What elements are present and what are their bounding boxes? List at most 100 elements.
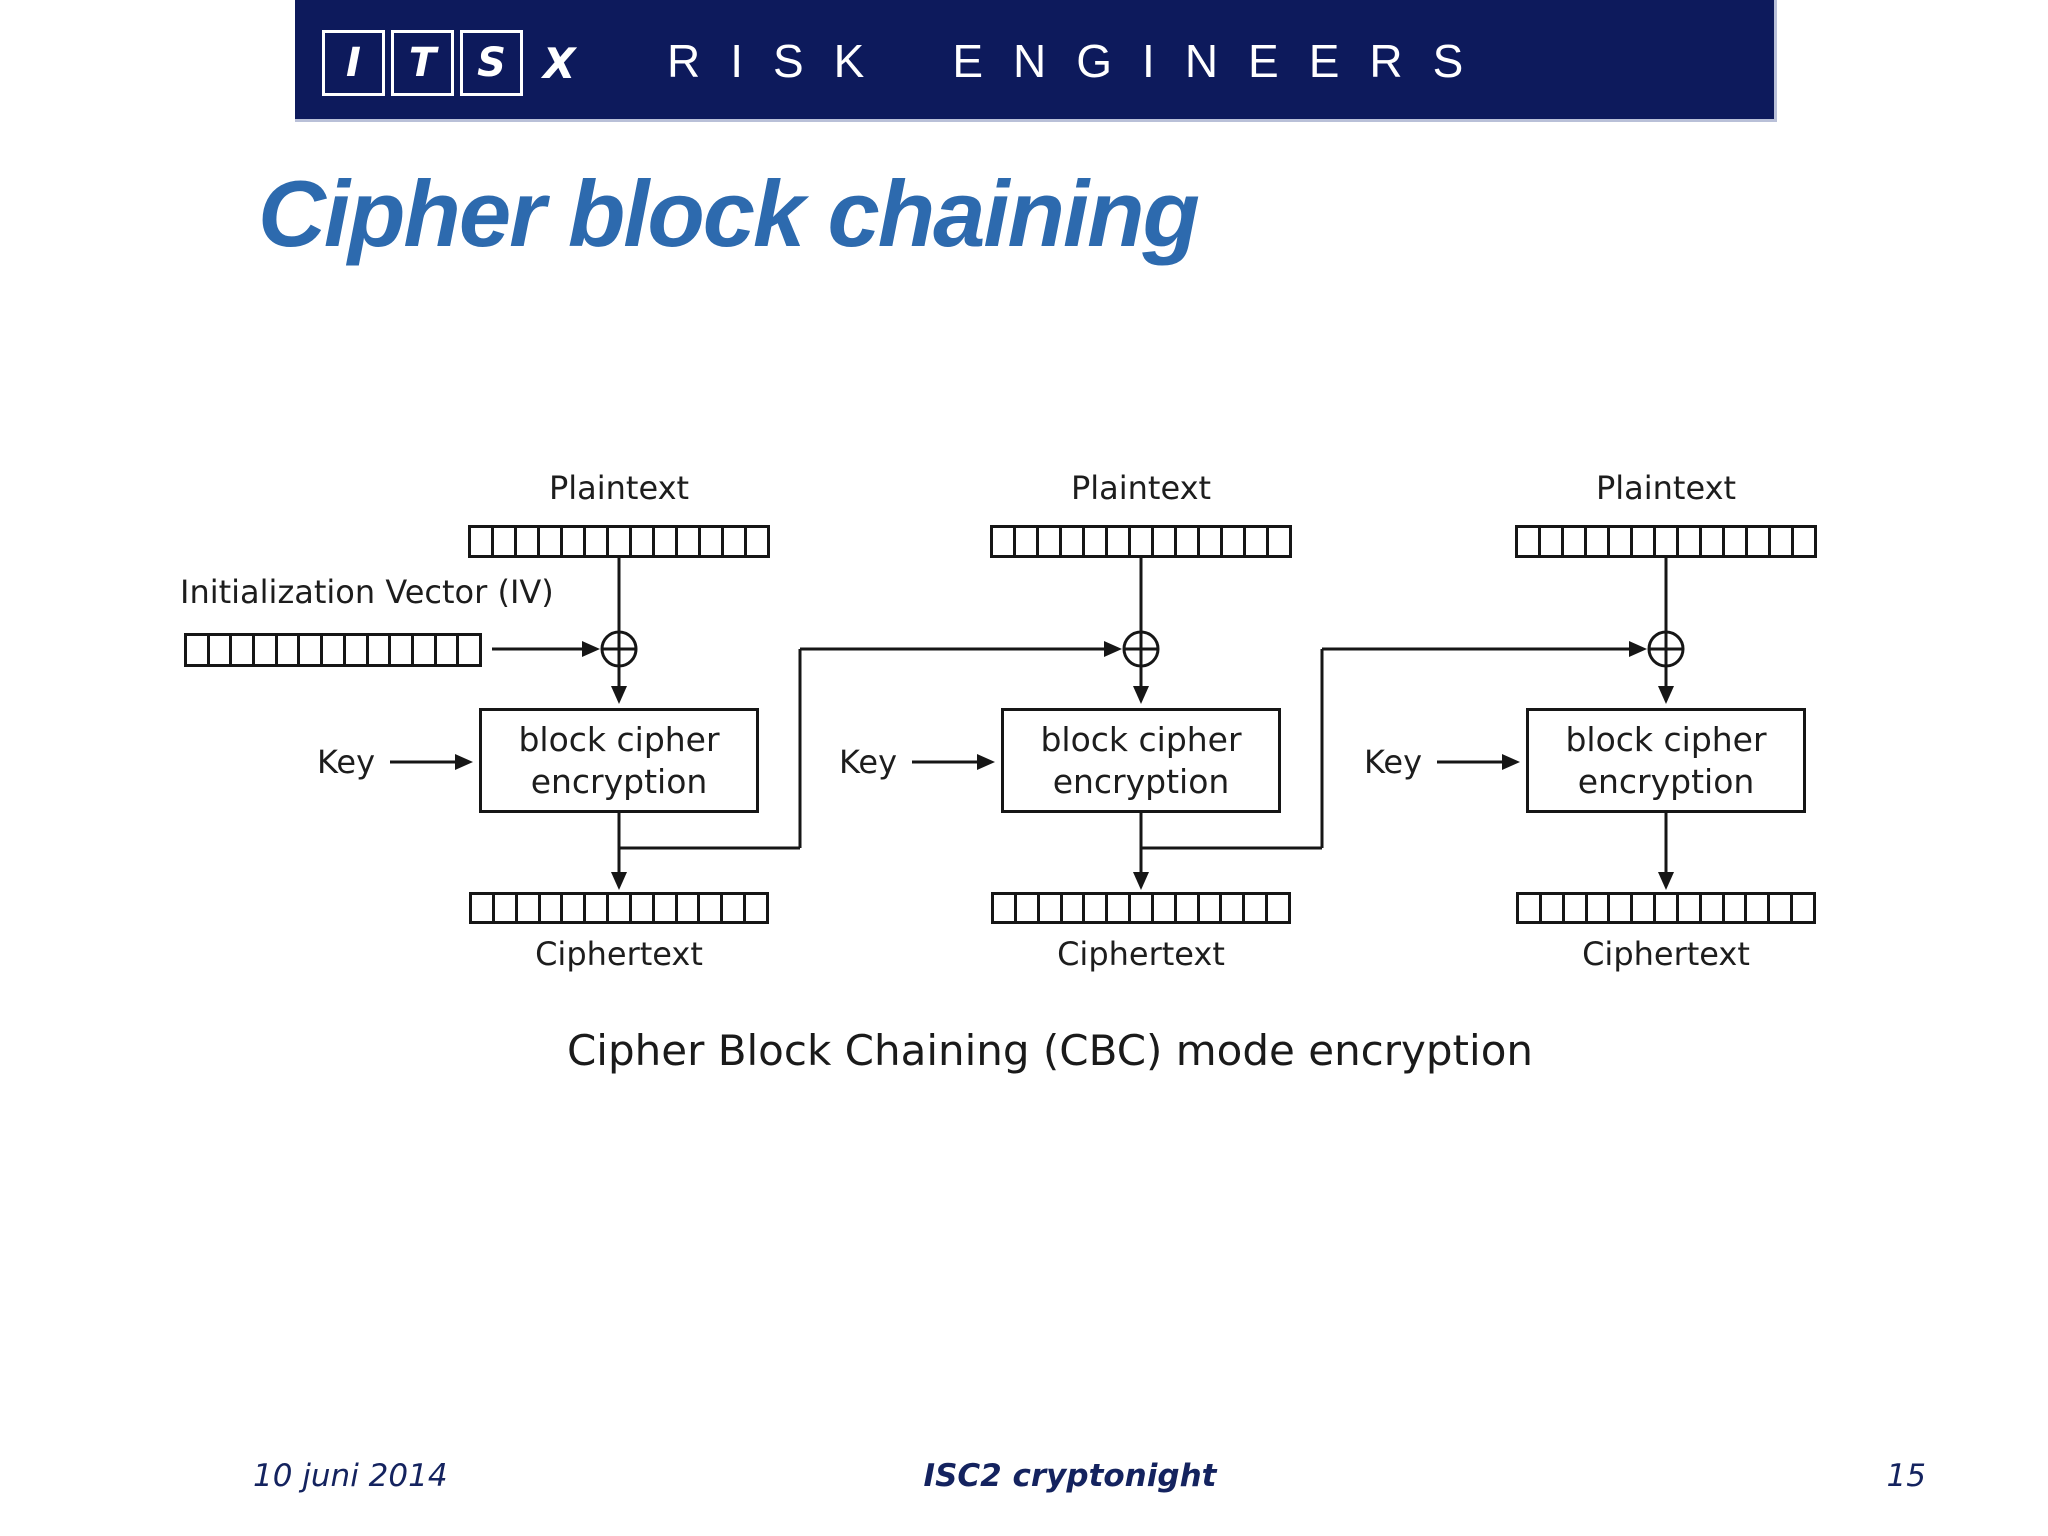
bit-cell bbox=[323, 636, 346, 664]
bit-cell bbox=[1633, 895, 1657, 921]
bit-cell bbox=[1177, 528, 1200, 555]
bit-cell bbox=[747, 528, 767, 555]
bit-cell bbox=[436, 636, 460, 664]
bit-cell bbox=[494, 528, 517, 555]
key-label: Key bbox=[316, 743, 375, 781]
bit-cell bbox=[1679, 528, 1702, 555]
bit-cell bbox=[1725, 528, 1748, 555]
ciphertext-bit-block bbox=[991, 892, 1291, 924]
bit-cell bbox=[1222, 895, 1246, 921]
ciphertext-label: Ciphertext bbox=[1582, 935, 1750, 973]
bit-cell bbox=[1541, 895, 1565, 921]
bit-cell bbox=[1085, 895, 1109, 921]
logo-letter-box: I bbox=[322, 30, 385, 96]
bit-cell bbox=[1062, 895, 1086, 921]
bit-cell bbox=[1200, 528, 1223, 555]
bit-cell bbox=[368, 636, 392, 664]
bit-cell bbox=[1564, 528, 1587, 555]
bit-cell bbox=[413, 636, 437, 664]
bit-cell bbox=[586, 895, 610, 921]
bit-cell bbox=[1564, 895, 1588, 921]
footer-date: 10 juni 2014 bbox=[253, 1458, 448, 1494]
bit-cell bbox=[1587, 895, 1611, 921]
bit-cell bbox=[1678, 895, 1702, 921]
bit-cell bbox=[187, 636, 210, 664]
bit-cell bbox=[609, 895, 632, 921]
bit-cell bbox=[1702, 528, 1725, 555]
bit-cell bbox=[1039, 895, 1063, 921]
logo-letter-box: S bbox=[460, 30, 523, 96]
plaintext-to-box-arrow-head bbox=[1658, 686, 1674, 704]
plaintext-label: Plaintext bbox=[548, 469, 690, 507]
bit-cell bbox=[1610, 528, 1633, 555]
ciphertext-label: Ciphertext bbox=[535, 935, 703, 973]
bit-cell bbox=[1268, 895, 1288, 921]
logo-letter-box: T bbox=[391, 30, 454, 96]
company-word: RISK bbox=[667, 35, 895, 87]
bit-cell bbox=[1245, 895, 1269, 921]
key-label: Key bbox=[1363, 743, 1422, 781]
logo-letter: I bbox=[346, 40, 361, 86]
header-banner: I T S X RISK ENGINEERS bbox=[295, 0, 1777, 122]
box-label-line: encryption bbox=[1577, 761, 1755, 801]
bit-cell bbox=[472, 895, 495, 921]
bit-cell bbox=[540, 895, 564, 921]
bit-cell bbox=[1085, 528, 1108, 555]
company-name: RISK ENGINEERS bbox=[667, 0, 1493, 122]
bit-cell bbox=[277, 636, 301, 664]
bit-cell bbox=[1656, 895, 1679, 921]
bit-cell bbox=[1771, 528, 1794, 555]
footer-event: ISC2 cryptonight bbox=[923, 1458, 1217, 1494]
bit-cell bbox=[654, 895, 678, 921]
bit-cell bbox=[563, 895, 587, 921]
key-arrow-head bbox=[455, 754, 473, 770]
bit-cell bbox=[631, 895, 655, 921]
bit-cell bbox=[1016, 528, 1039, 555]
bit-cell bbox=[1793, 895, 1813, 921]
ciphertext-bit-block bbox=[1516, 892, 1816, 924]
bit-cell bbox=[1747, 895, 1771, 921]
plaintext-bit-block bbox=[1515, 525, 1817, 558]
bit-cell bbox=[1656, 528, 1679, 555]
page-title: Cipher block chaining bbox=[258, 161, 1200, 266]
bit-cell bbox=[459, 636, 479, 664]
chain-to-xor-arrow-head bbox=[1104, 641, 1122, 657]
bit-cell bbox=[1518, 528, 1541, 555]
bit-cell bbox=[517, 895, 541, 921]
bit-cell bbox=[232, 636, 256, 664]
bit-cell bbox=[471, 528, 494, 555]
key-arrow-head bbox=[1502, 754, 1520, 770]
bit-cell bbox=[1039, 528, 1062, 555]
plaintext-to-box-arrow-head bbox=[611, 686, 627, 704]
plaintext-bit-block bbox=[990, 525, 1292, 558]
bit-cell bbox=[678, 528, 701, 555]
company-word: ENGINEERS bbox=[952, 35, 1494, 87]
bit-cell bbox=[1223, 528, 1246, 555]
company-logo: I T S X bbox=[322, 30, 575, 96]
bit-cell bbox=[1633, 528, 1656, 555]
box-output-arrow-head bbox=[1133, 872, 1149, 890]
plaintext-bit-block bbox=[468, 525, 770, 558]
box-output-arrow-head bbox=[1658, 872, 1674, 890]
bit-cell bbox=[1701, 895, 1725, 921]
box-label-line: block cipher bbox=[518, 719, 720, 759]
plaintext-label: Plaintext bbox=[1070, 469, 1212, 507]
bit-cell bbox=[701, 528, 724, 555]
bit-cell bbox=[586, 528, 609, 555]
bit-cell bbox=[1108, 895, 1132, 921]
bit-cell bbox=[1724, 895, 1748, 921]
bit-cell bbox=[1016, 895, 1040, 921]
bit-cell bbox=[1770, 895, 1794, 921]
bit-cell bbox=[1610, 895, 1634, 921]
bit-cell bbox=[1108, 528, 1131, 555]
logo-letter: S bbox=[477, 40, 506, 86]
bit-cell bbox=[724, 528, 747, 555]
bit-cell bbox=[1519, 895, 1542, 921]
bit-cell bbox=[1794, 528, 1814, 555]
bit-cell bbox=[632, 528, 655, 555]
bit-cell bbox=[655, 528, 678, 555]
